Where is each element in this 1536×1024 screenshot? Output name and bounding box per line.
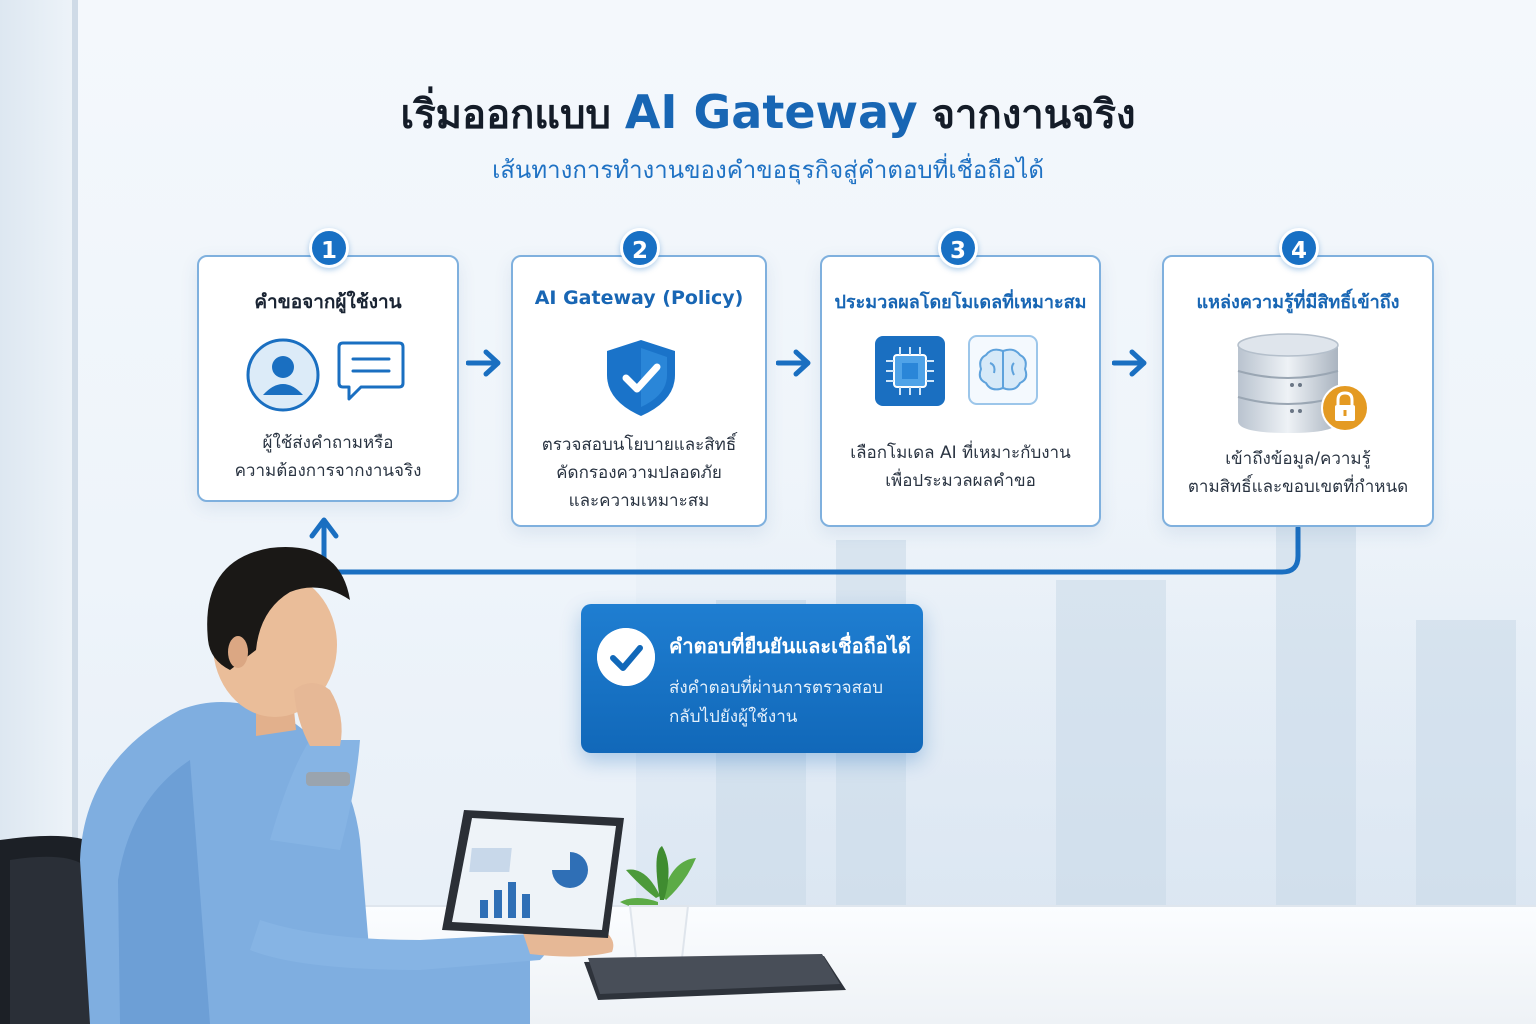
- step-card-1: คำขอจากผู้ใช้งาน ผู้ใช้ส่งคำถามหรือ ความ…: [197, 255, 459, 502]
- response-box: คำตอบที่ยืนยันและเชื่อถือได้ ส่งคำตอบที่…: [581, 604, 923, 753]
- step-badge-2: 2: [620, 228, 660, 268]
- title-prefix: เริ่มออกแบบ: [400, 92, 611, 138]
- flow-arrow-1: [466, 349, 501, 377]
- step-1-desc: ผู้ใช้ส่งคำถามหรือ ความต้องการจากงานจริง: [234, 433, 422, 481]
- brain-icon: [968, 335, 1038, 405]
- response-title: คำตอบที่ยืนยันและเชื่อถือได้: [669, 634, 911, 658]
- person-illustration: [80, 547, 614, 1024]
- step-2-title: AI Gateway (Policy): [534, 287, 744, 309]
- title-accent: AI Gateway: [624, 85, 918, 139]
- flow-arrow-2: [776, 349, 811, 377]
- laptop: [442, 810, 624, 938]
- step-card-3: ประมวลผลโดยโมเดลที่เหมาะสม เลือกโมเดล AI…: [820, 255, 1101, 527]
- step-badge-3: 3: [938, 228, 978, 268]
- user-icon: [246, 338, 320, 412]
- page-title: เริ่มออกแบบ AI Gateway จากงานจริง: [0, 82, 1536, 146]
- chip-icon: [875, 336, 945, 406]
- potted-plant: [620, 846, 696, 959]
- step-3-desc: เลือกโมเดล AI ที่เหมาะกับงาน เพื่อประมวล…: [850, 443, 1071, 491]
- response-desc: ส่งคำตอบที่ผ่านการตรวจสอบ กลับไปยังผู้ใช…: [669, 678, 883, 727]
- step-1-title: คำขอจากผู้ใช้งาน: [254, 291, 402, 313]
- step-badge-4: 4: [1279, 228, 1319, 268]
- lock-icon: [1321, 384, 1369, 432]
- title-suffix: จากงานจริง: [931, 92, 1136, 138]
- page-subtitle: เส้นทางการทำงานของคำขอธุรกิจสู่คำตอบที่เ…: [492, 156, 1044, 184]
- step-3-title: ประมวลผลโดยโมเดลที่เหมาะสม: [834, 292, 1087, 313]
- step-card-4: แหล่งความรู้ที่มีสิทธิ์เข้าถึง เข้าถึงข้…: [1162, 255, 1434, 527]
- step-card-2: AI Gateway (Policy) ตรวจสอบนโยบายและสิทธ…: [511, 255, 767, 527]
- chat-bubble-icon: [337, 341, 405, 401]
- database-icon: [1237, 333, 1339, 433]
- step-2-desc: ตรวจสอบนโยบายและสิทธิ์ คัดกรองความปลอดภั…: [541, 435, 737, 511]
- step-4-title: แหล่งความรู้ที่มีสิทธิ์เข้าถึง: [1196, 292, 1400, 313]
- check-circle-icon: [597, 628, 655, 686]
- flow-arrow-3: [1112, 349, 1147, 377]
- shield-check-icon: [607, 340, 675, 416]
- step-4-desc: เข้าถึงข้อมูล/ความรู้ ตามสิทธิ์และขอบเขต…: [1187, 449, 1409, 497]
- step-badge-1: 1: [309, 228, 349, 268]
- notebook: [584, 954, 846, 1000]
